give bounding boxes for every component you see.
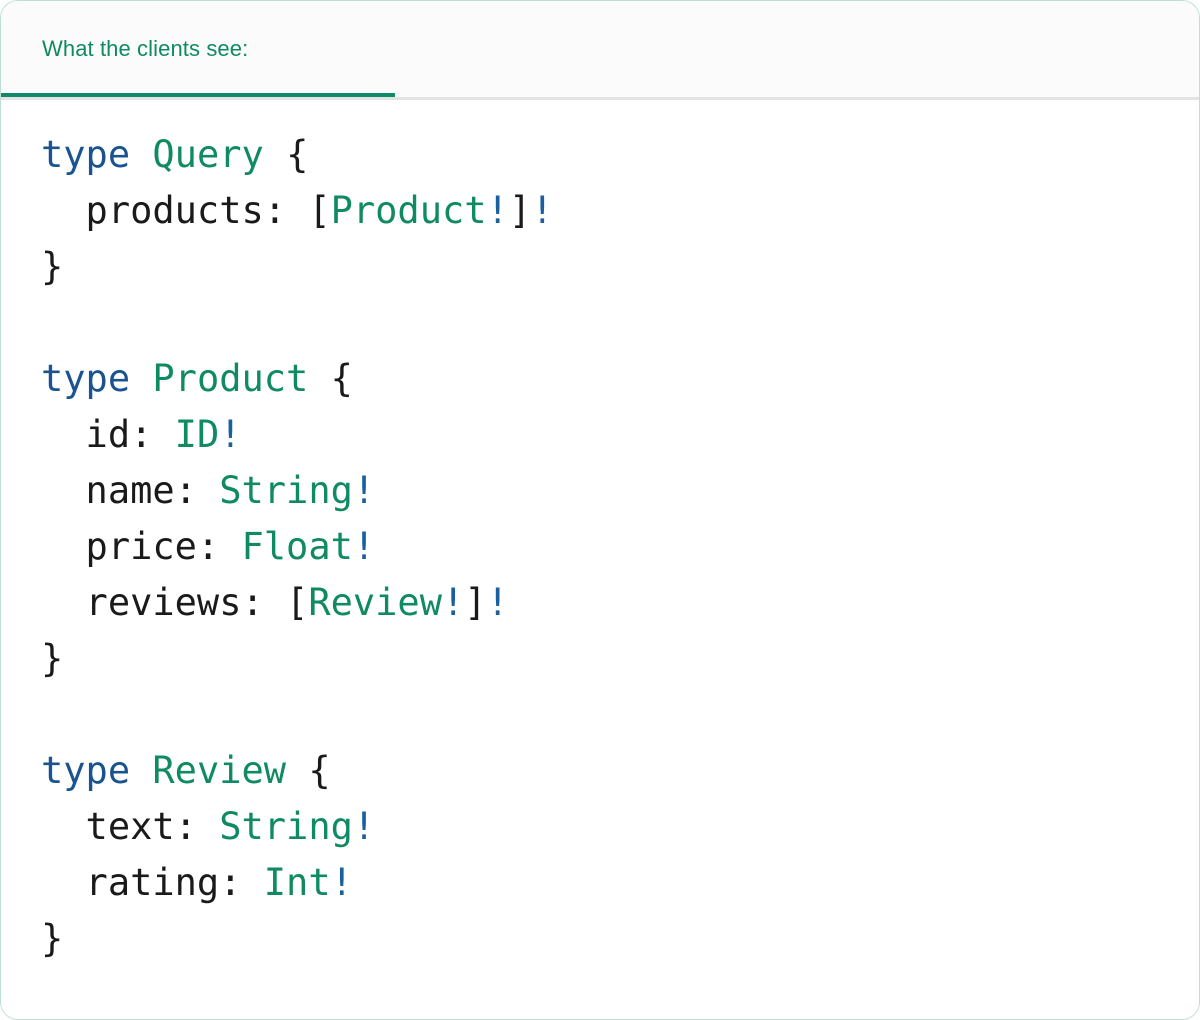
active-tab-underline xyxy=(1,93,395,97)
code-line xyxy=(41,295,1199,351)
code-token-plain xyxy=(264,133,286,176)
code-token-plain xyxy=(286,749,308,792)
code-line: id: ID! xyxy=(41,407,1199,463)
code-line: products: [Product!]! xyxy=(41,183,1199,239)
code-token-bang: ! xyxy=(486,581,509,624)
code-line: } xyxy=(41,911,1199,967)
code-token-kw: type xyxy=(41,357,131,400)
code-line: reviews: [Review!]! xyxy=(41,575,1199,631)
code-panel: type Query { products: [Product!]!} type… xyxy=(1,100,1199,1018)
code-line: } xyxy=(41,631,1199,687)
code-token-bang: ! xyxy=(352,525,376,568)
code-token-punc: ] xyxy=(508,189,532,232)
code-token-bang: ! xyxy=(352,805,376,848)
code-root: type Query { products: [Product!]!} type… xyxy=(41,127,1199,967)
code-token-type: Int xyxy=(263,861,331,904)
tab-label: What the clients see: xyxy=(42,36,249,61)
code-token-punc: : xyxy=(174,469,220,512)
code-token-punc: [ xyxy=(308,189,331,232)
code-line: rating: Int! xyxy=(41,855,1199,911)
code-token-type: Review xyxy=(308,581,442,624)
code-line: price: Float! xyxy=(41,519,1199,575)
code-token-kw: type xyxy=(41,133,131,176)
tab-what-the-clients-see[interactable]: What the clients see: xyxy=(1,1,395,97)
code-line: } xyxy=(41,239,1199,295)
code-token-field: rating xyxy=(41,861,220,904)
code-token-punc: [ xyxy=(286,581,309,624)
code-token-bang: ! xyxy=(219,413,242,456)
code-token-type: String xyxy=(219,469,353,512)
code-token-bang: ! xyxy=(486,189,509,232)
code-token-type: Query xyxy=(152,133,264,176)
code-token-field: products xyxy=(41,189,264,232)
tab-strip: What the clients see: xyxy=(1,1,1199,100)
code-token-type: String xyxy=(219,805,353,848)
code-token-type: Float xyxy=(241,525,353,568)
code-token-bang: ! xyxy=(330,861,353,904)
code-token-type: Product xyxy=(152,357,309,400)
code-line: text: String! xyxy=(41,799,1199,855)
code-token-field: price xyxy=(41,525,197,568)
code-token-punc: : xyxy=(263,189,309,232)
code-token-punc: } xyxy=(41,637,64,680)
code-token-type: ID xyxy=(174,413,220,456)
code-token-punc: { xyxy=(286,133,309,176)
code-token-field: id xyxy=(41,413,131,456)
code-token-kw: type xyxy=(41,749,131,792)
code-line: type Review { xyxy=(41,743,1199,799)
code-line xyxy=(41,687,1199,743)
code-token-field: reviews xyxy=(41,581,242,624)
code-token-type: Product xyxy=(330,189,487,232)
code-token-punc: : xyxy=(196,525,242,568)
code-token-plain xyxy=(130,133,152,176)
code-token-punc: : xyxy=(130,413,175,456)
code-token-punc: : xyxy=(241,581,287,624)
code-token-punc: : xyxy=(219,861,264,904)
code-token-plain xyxy=(308,357,330,400)
code-token-bang: ! xyxy=(441,581,465,624)
code-token-type: Review xyxy=(152,749,287,792)
code-token-punc: { xyxy=(308,749,331,792)
code-line: name: String! xyxy=(41,463,1199,519)
code-token-bang: ! xyxy=(352,469,376,512)
code-token-punc: ] xyxy=(464,581,487,624)
code-line: type Product { xyxy=(41,351,1199,407)
code-line: type Query { xyxy=(41,127,1199,183)
code-token-field: text xyxy=(41,805,175,848)
code-token-punc: } xyxy=(41,245,64,288)
code-token-punc: : xyxy=(174,805,220,848)
code-token-punc: { xyxy=(330,357,353,400)
graphql-schema-code: type Query { products: [Product!]!} type… xyxy=(41,127,1199,967)
code-token-bang: ! xyxy=(531,189,554,232)
code-token-plain xyxy=(130,357,152,400)
code-token-plain xyxy=(130,749,152,792)
code-token-field: name xyxy=(41,469,175,512)
code-token-punc: } xyxy=(41,917,64,960)
